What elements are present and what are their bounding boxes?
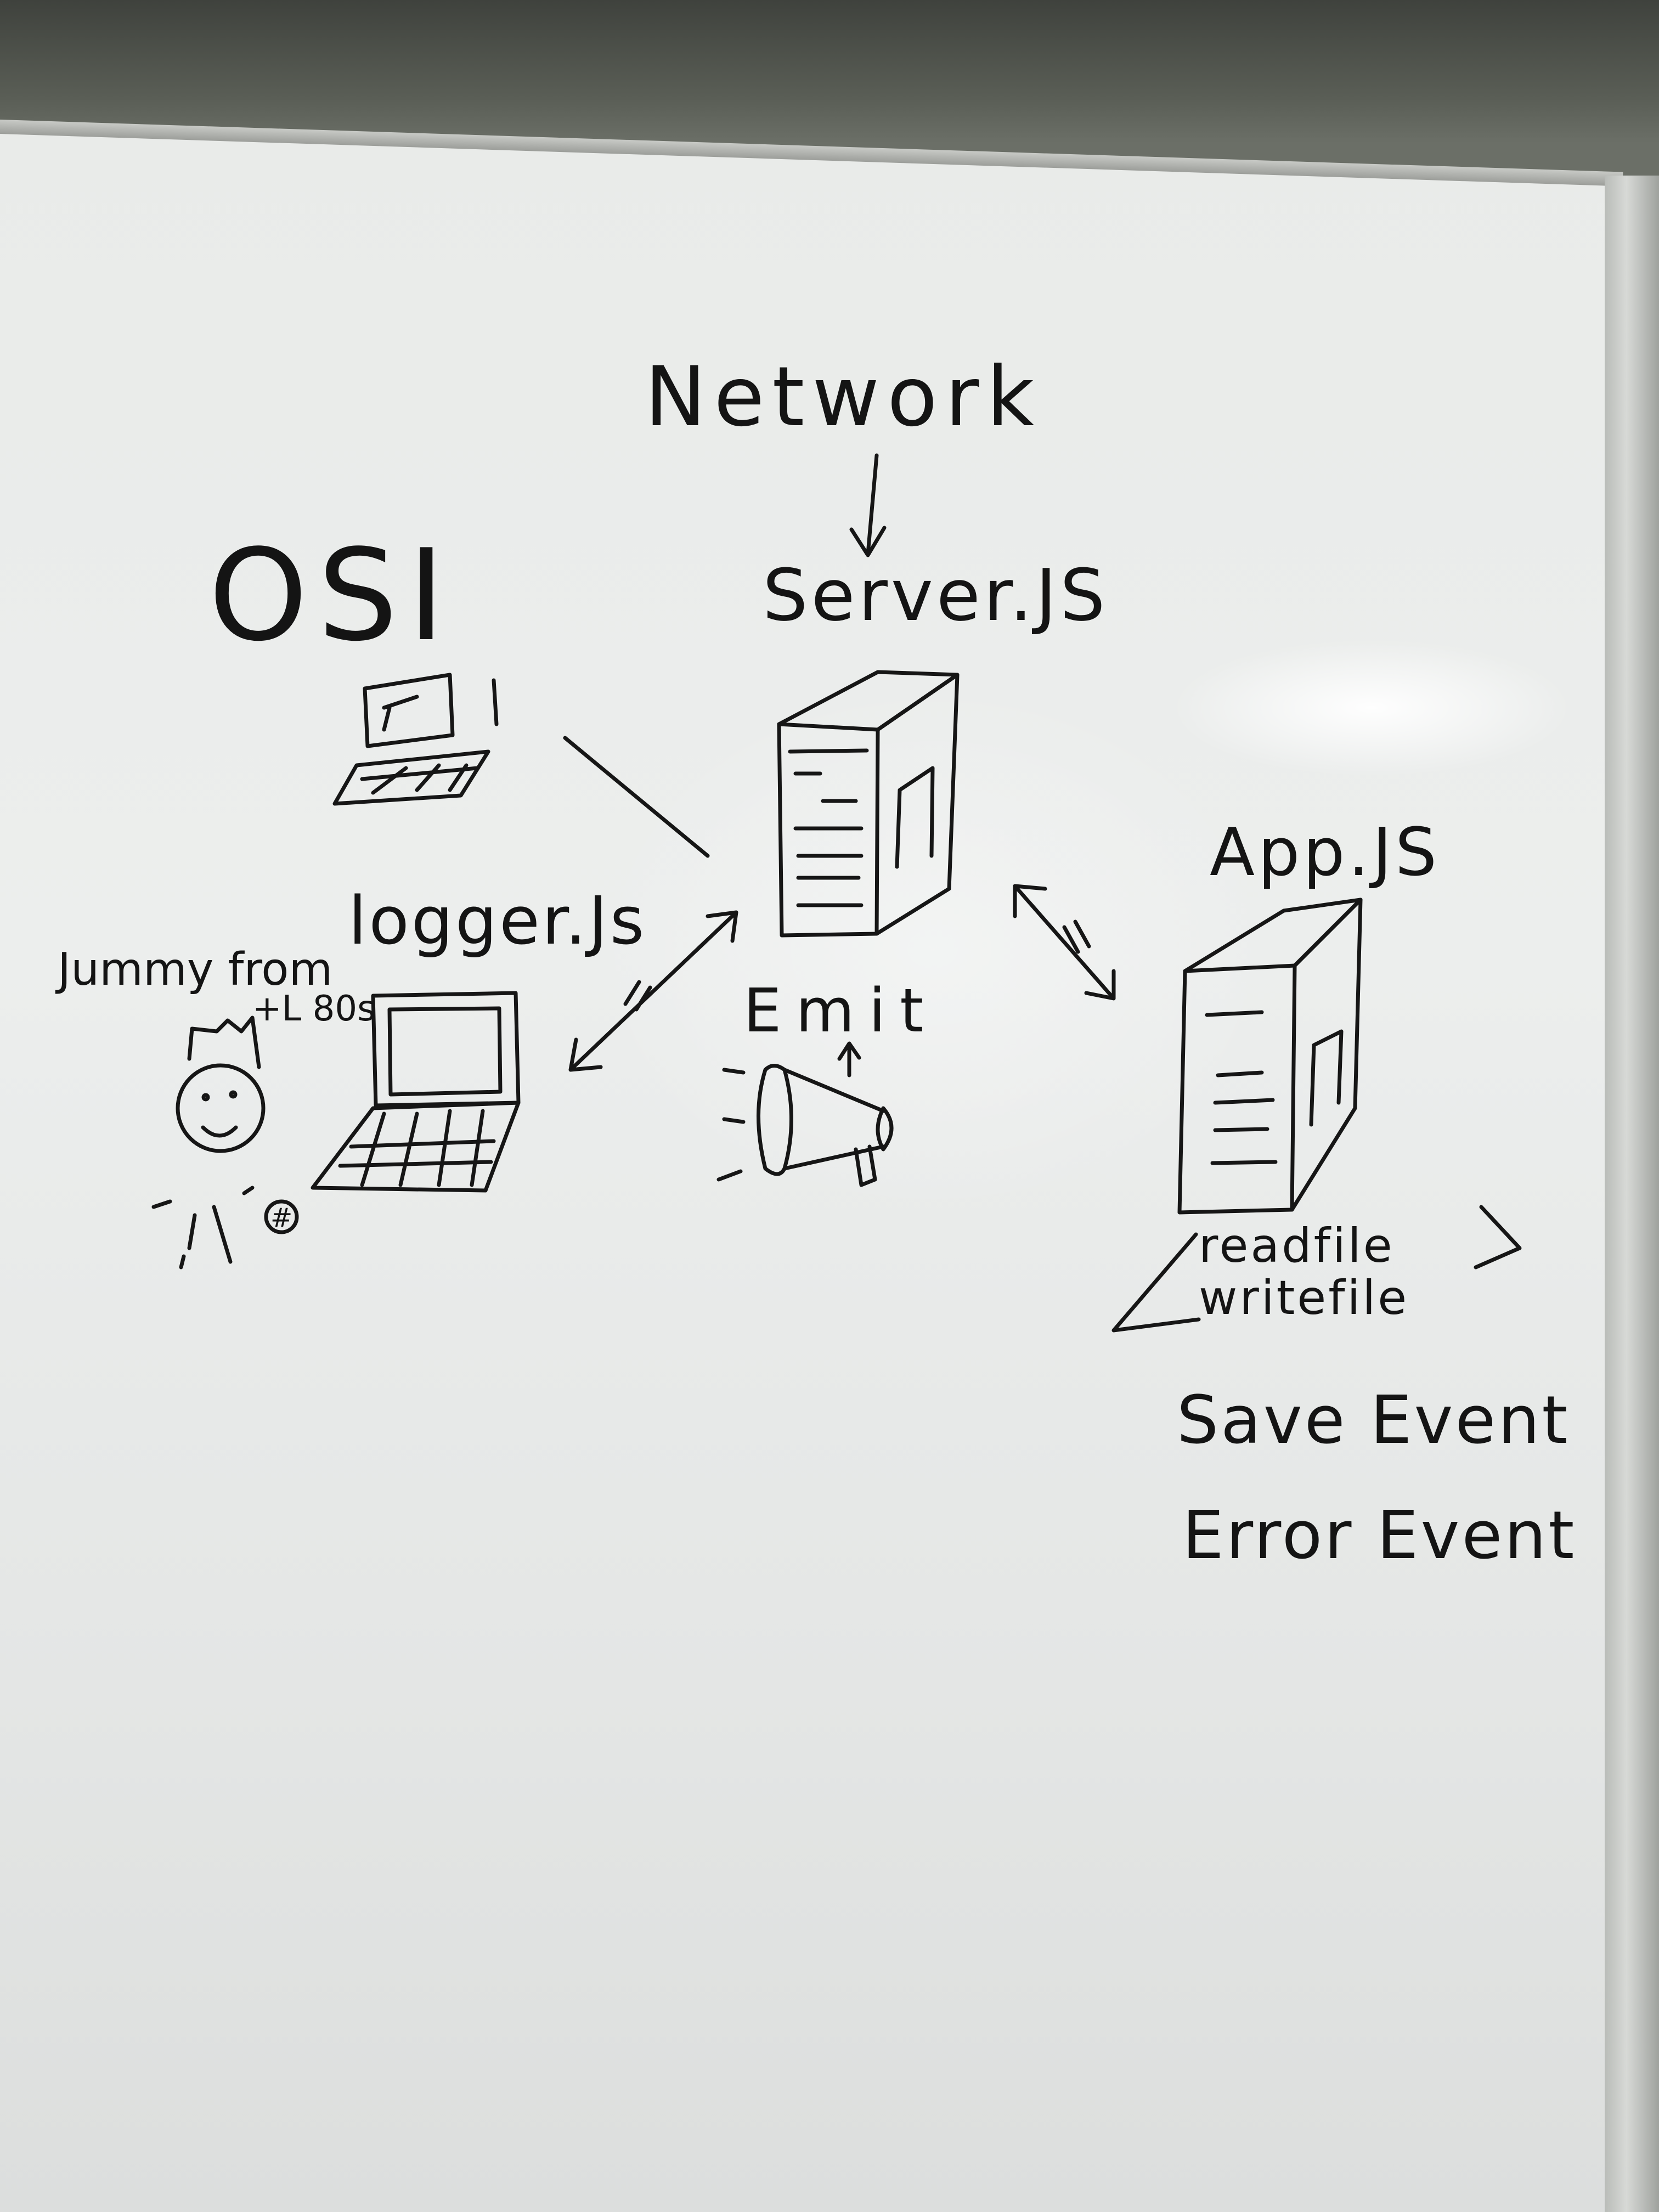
writefile-label: writefile: [1199, 1271, 1409, 1325]
save-event-label: Save Event: [1177, 1383, 1570, 1459]
osi-label: OSI: [208, 523, 455, 669]
whiteboard-side-rail: [1605, 176, 1659, 2212]
emit-label: Emit: [743, 975, 938, 1046]
logger-js-label: logger.Js: [348, 883, 646, 960]
readwrite-brackets: [1111, 1205, 1522, 1333]
network-title: Network: [645, 349, 1042, 445]
emit-up-arrow: [837, 1041, 861, 1077]
whiteboard-surface: [0, 126, 1618, 2212]
readfile-label: readfile: [1199, 1218, 1395, 1273]
server-js-label: Server.JS: [763, 554, 1109, 637]
app-tower-sketch: [1177, 898, 1363, 1215]
person-subtitle-label: +L 80s: [252, 989, 375, 1029]
server-app-arrow: [1013, 884, 1116, 1001]
person-name-label: Jummy from: [55, 944, 332, 996]
person-face-sketch: [151, 1015, 299, 1269]
logger-laptop-sketch: [311, 991, 521, 1193]
error-event-label: Error Event: [1182, 1498, 1576, 1574]
logger-server-arrow: [568, 910, 738, 1072]
server-tower-sketch: [777, 670, 960, 938]
network-down-arrow: [849, 453, 887, 557]
badge-label: #: [270, 1203, 292, 1233]
osi-laptop-sketch: [332, 673, 499, 806]
megaphone-icon: [716, 1064, 894, 1187]
app-js-label: App.JS: [1210, 815, 1440, 891]
osi-connection-line: [563, 736, 710, 858]
